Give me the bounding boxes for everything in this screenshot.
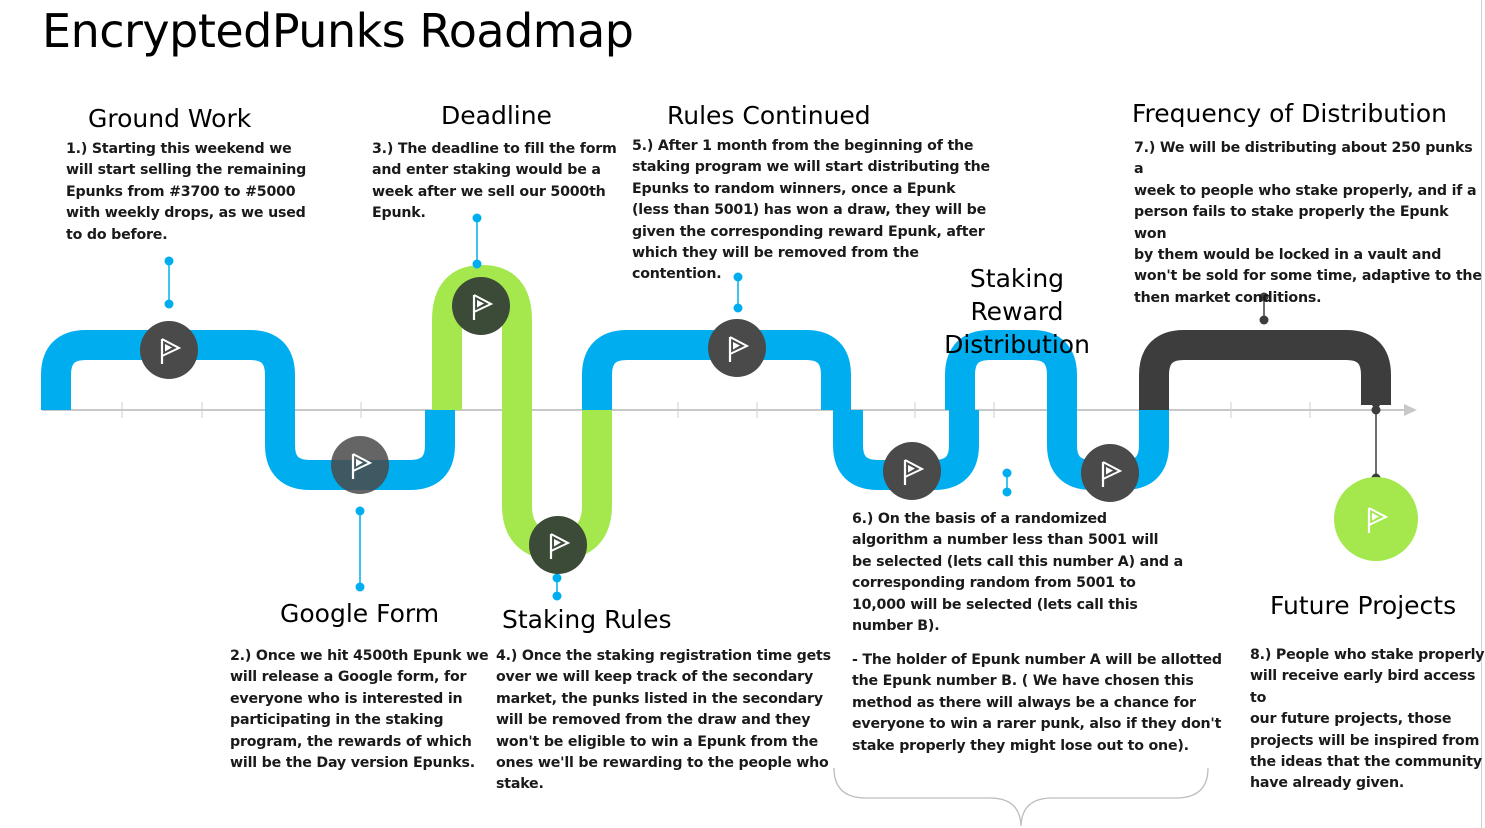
milestone-flag-staking-reward-a: [883, 442, 941, 500]
stage-note-staking-reward-distribution: - The holder of Epunk number A will be a…: [852, 652, 1222, 754]
connector-google-form: [355, 506, 365, 592]
milestone-flag-future-projects: [1334, 477, 1418, 561]
connector-future-projects: [1371, 405, 1381, 483]
connector-rules-continued: [733, 272, 743, 313]
ribbon-staking-reward-b: [945, 330, 1077, 410]
stage-desc-deadline: 3.) The deadline to fill the form and en…: [372, 141, 617, 222]
stage-title-rules-continued: Rules Continued: [667, 101, 871, 130]
stage-desc-frequency-of-distribution: 7.) We will be distributing about 250 pu…: [1134, 140, 1482, 306]
stage-desc-google-form: 2.) Once we hit 4500th Epunk we will rel…: [230, 648, 489, 772]
ribbon-frequency: [1139, 330, 1391, 410]
page-title: EncryptedPunks Roadmap: [42, 4, 634, 58]
milestone-flag-rules-continued: [708, 319, 766, 377]
milestone-flag-google-form: [331, 436, 389, 494]
stage-title-staking-reward-distribution: Staking Reward Distribution: [944, 264, 1090, 359]
stage-desc-future-projects: 8.) People who stake properly will recei…: [1250, 647, 1485, 792]
connector-staking-reward: [1002, 468, 1012, 497]
connector-ground-work: [164, 256, 174, 309]
stage-title-ground-work: Ground Work: [88, 104, 252, 133]
timeline-axis: [42, 402, 1417, 418]
ribbon-arrow-tips: [265, 392, 1391, 428]
connector-deadline: [472, 213, 482, 269]
stage-title-deadline: Deadline: [441, 101, 552, 130]
stage-title-future-projects: Future Projects: [1270, 591, 1457, 620]
stage-desc-staking-rules: 4.) Once the staking registration time g…: [496, 648, 831, 793]
milestone-flag-deadline: [452, 277, 510, 335]
curly-brace-icon: [833, 767, 1209, 827]
page-right-border: [1481, 0, 1482, 828]
stage-title-frequency-of-distribution: Frequency of Distribution: [1132, 99, 1447, 128]
stage-desc-ground-work: 1.) Starting this weekend we will start …: [66, 141, 307, 243]
milestone-flag-ground-work: [140, 321, 198, 379]
milestone-flag-staking-rules: [529, 516, 587, 574]
stage-desc-staking-reward-distribution: 6.) On the basis of a randomized algorit…: [852, 511, 1183, 635]
milestone-flag-staking-reward-b: [1081, 444, 1139, 502]
stage-title-google-form: Google Form: [280, 599, 440, 628]
stage-desc-rules-continued: 5.) After 1 month from the beginning of …: [632, 138, 990, 283]
connector-staking-rules: [552, 573, 562, 601]
connector-frequency: [1259, 292, 1269, 325]
stage-title-staking-rules: Staking Rules: [502, 605, 672, 634]
